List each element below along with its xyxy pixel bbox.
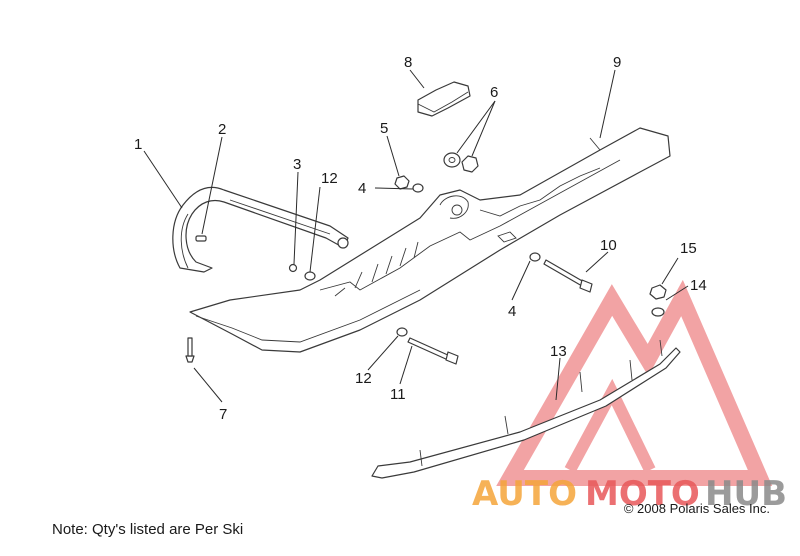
callout-1: 1 (134, 136, 142, 153)
rivet-part (195, 235, 207, 242)
callout-13: 13 (550, 343, 567, 360)
callout-9: 9 (613, 54, 621, 71)
callout-5: 5 (380, 120, 388, 137)
watermark-moto: MOTO (585, 474, 700, 514)
watermark-auto: AUTO (472, 474, 577, 514)
watermark-text: AUTO MOTO HUB (472, 474, 787, 514)
washer-part-14 (651, 307, 665, 317)
leader-lines (143, 69, 689, 403)
bushing-part-6 (461, 155, 479, 173)
wear-pad-part (417, 81, 471, 117)
callout-7: 7 (219, 406, 227, 423)
quantity-note: Note: Qty's listed are Per Ski (52, 521, 244, 538)
nut-part-3 (288, 263, 298, 273)
callout-4-lower: 4 (508, 303, 516, 320)
callout-labels: 1 2 3 4 4 5 6 7 8 9 10 11 12 12 13 14 15 (134, 54, 707, 423)
washer-part-4-upper (412, 183, 424, 193)
copyright-text: © 2008 Polaris Sales Inc. (623, 501, 770, 516)
bolt-part-11 (407, 337, 459, 365)
callout-12-upper: 12 (321, 170, 338, 187)
callout-15: 15 (680, 240, 697, 257)
callout-6: 6 (490, 84, 498, 101)
nut-part-5 (394, 175, 410, 190)
ski-body-part (189, 127, 671, 353)
washer-part-4-lower (529, 252, 541, 262)
callout-3: 3 (293, 156, 301, 173)
callout-8: 8 (404, 54, 412, 71)
callout-10: 10 (600, 237, 617, 254)
callout-11: 11 (390, 386, 406, 403)
watermark-hub: HUB (705, 474, 787, 514)
ski-loop-part (172, 186, 349, 273)
callout-2: 2 (218, 121, 226, 138)
callout-14: 14 (690, 277, 707, 294)
washer-part-12-lower (396, 327, 408, 337)
callout-4-upper: 4 (358, 180, 366, 197)
nut-part-15 (649, 284, 667, 300)
bolt-part-10 (543, 259, 593, 293)
washer-part-6 (443, 152, 461, 168)
callout-12-lower: 12 (355, 370, 372, 387)
washer-part-12-upper (304, 271, 316, 281)
stud-part-7 (185, 337, 195, 363)
watermark-logo-icon (496, 279, 773, 486)
carbide-runner-part (371, 339, 681, 479)
